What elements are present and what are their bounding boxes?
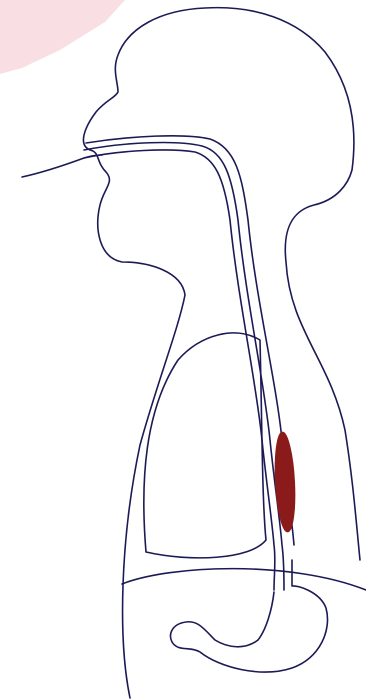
body-outline xyxy=(83,8,360,698)
esophageal-balloon xyxy=(273,432,297,533)
external-tube xyxy=(22,155,102,177)
tube-middle-line xyxy=(84,143,284,590)
tube-front-line xyxy=(84,150,275,590)
stomach-outline xyxy=(171,560,328,672)
corner-tint xyxy=(0,0,125,74)
lung-outline xyxy=(144,333,266,558)
diaphragm-line xyxy=(122,569,366,590)
